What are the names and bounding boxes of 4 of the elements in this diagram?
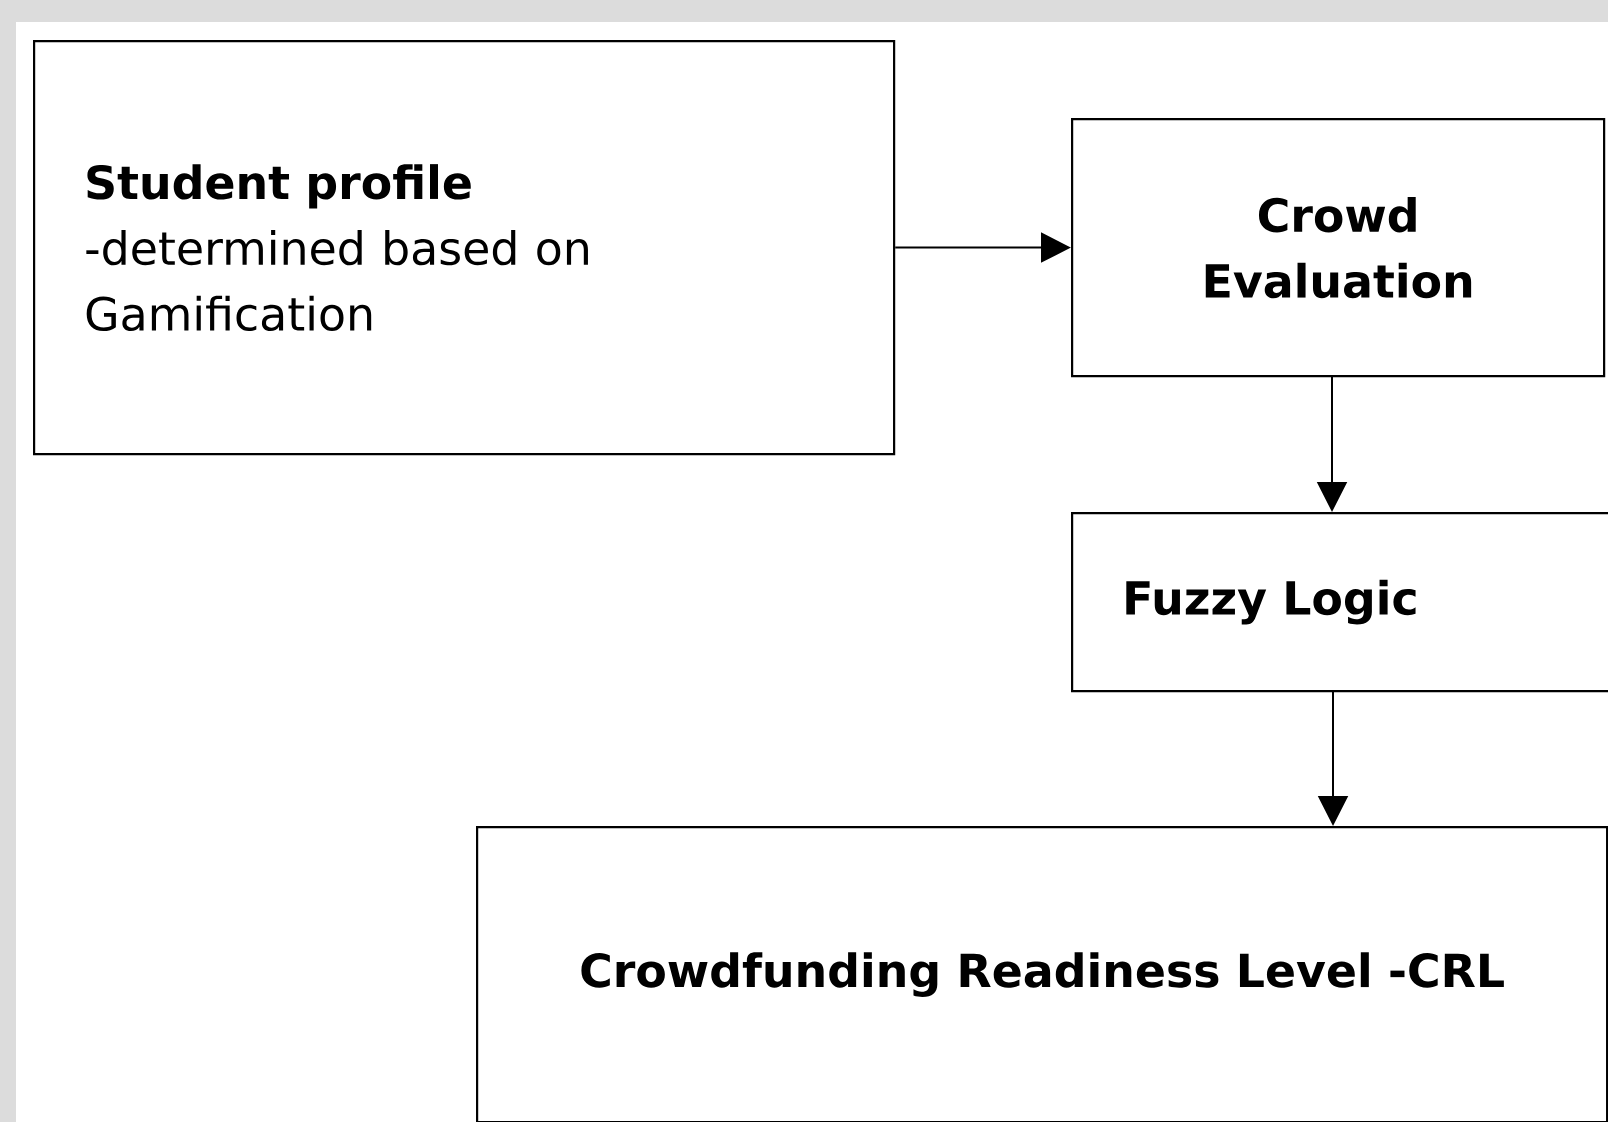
process-box: Fuzzy Logic (1071, 512, 1608, 693)
process-box: Student profile -determined based on Gamification (33, 40, 896, 456)
process-box: Crowdfunding Readiness Level -CRL (476, 826, 1608, 1122)
process-box: Crowd Evaluation (1071, 118, 1606, 378)
